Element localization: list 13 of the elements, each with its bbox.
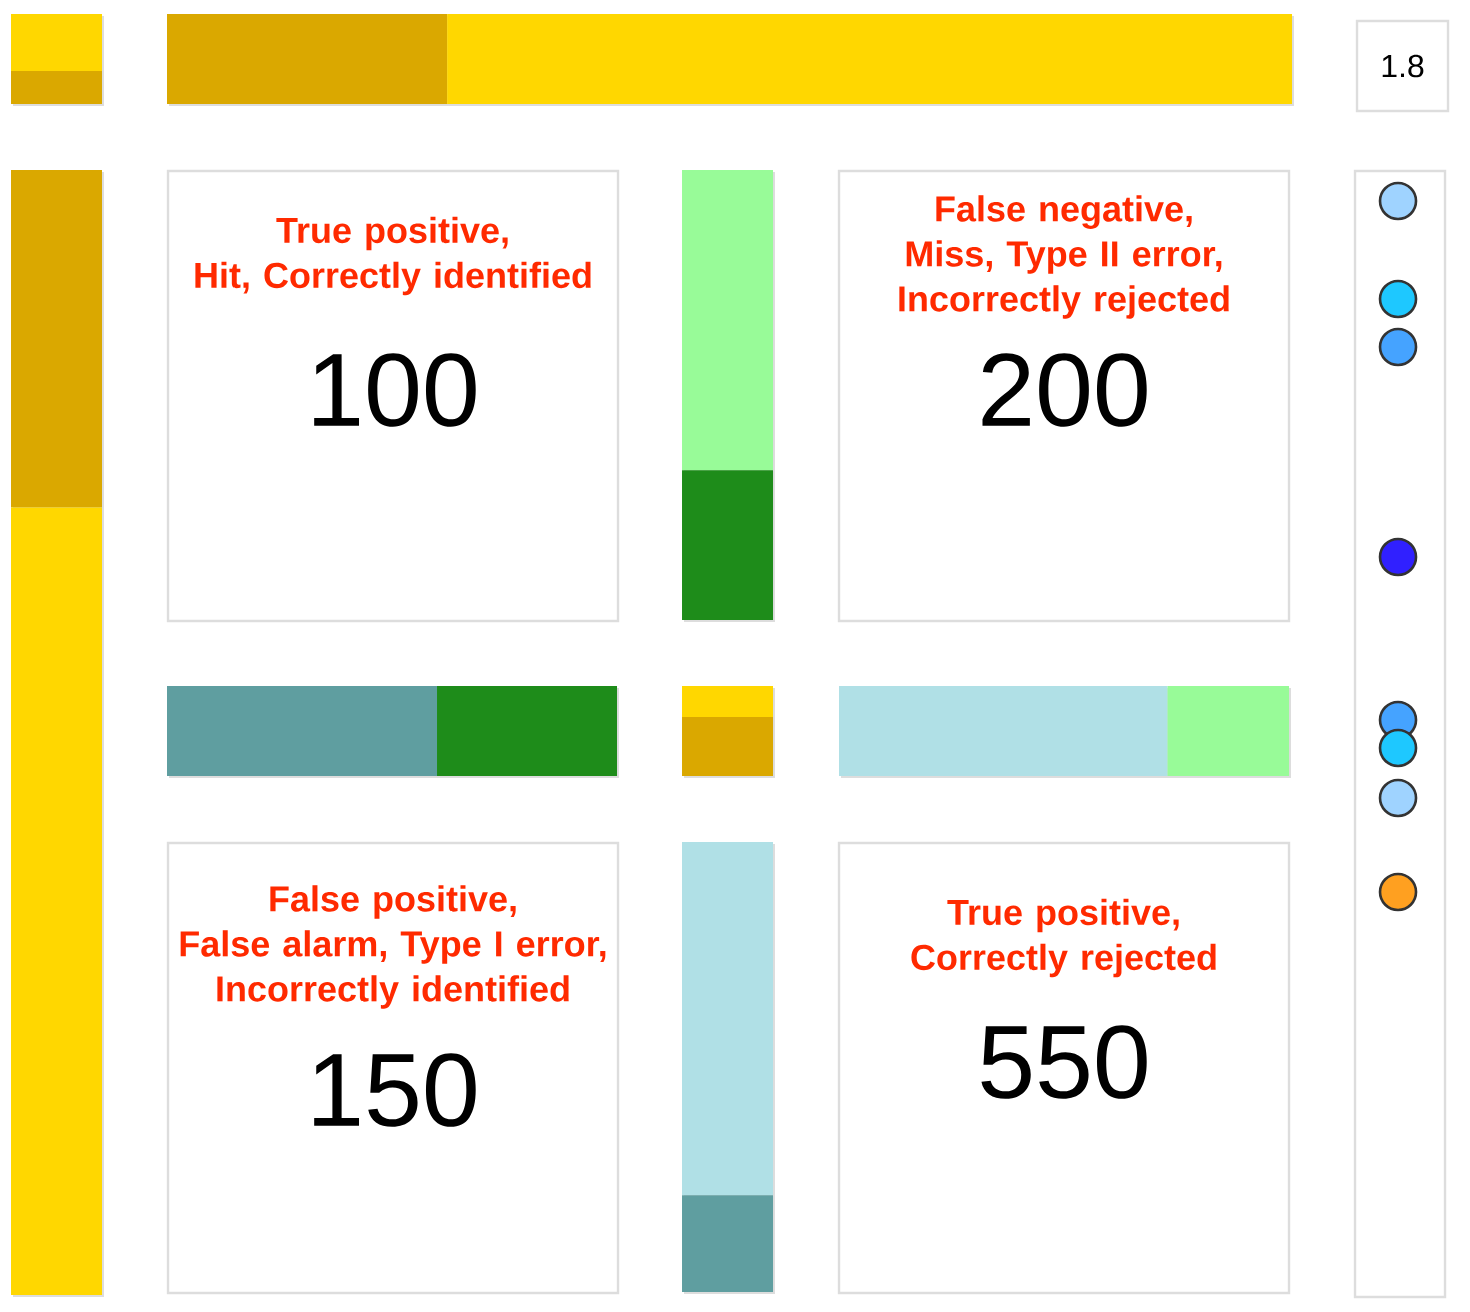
matrix-cell [837, 169, 1291, 623]
matrix-cell [166, 169, 620, 623]
cell-heading: True positive, Correctly rejected [911, 898, 1216, 978]
matrix-cell [837, 841, 1291, 1295]
matrix-cell [166, 841, 620, 1295]
cell-heading: False negative, Miss, Type II error, Incorrectly rejected [899, 195, 1229, 319]
cell-heading: True positive, Hit, Correctly identified [195, 216, 591, 296]
count-number: 100 [314, 353, 476, 427]
count-number: 550 [981, 1025, 1147, 1099]
count-number: 200 [982, 353, 1147, 427]
count-number: 150 [314, 1053, 476, 1127]
cell-heading: False positive, False alarm, Type I error, Incorrectly identified [180, 885, 606, 1009]
value-box: 1.8 [1355, 19, 1450, 113]
